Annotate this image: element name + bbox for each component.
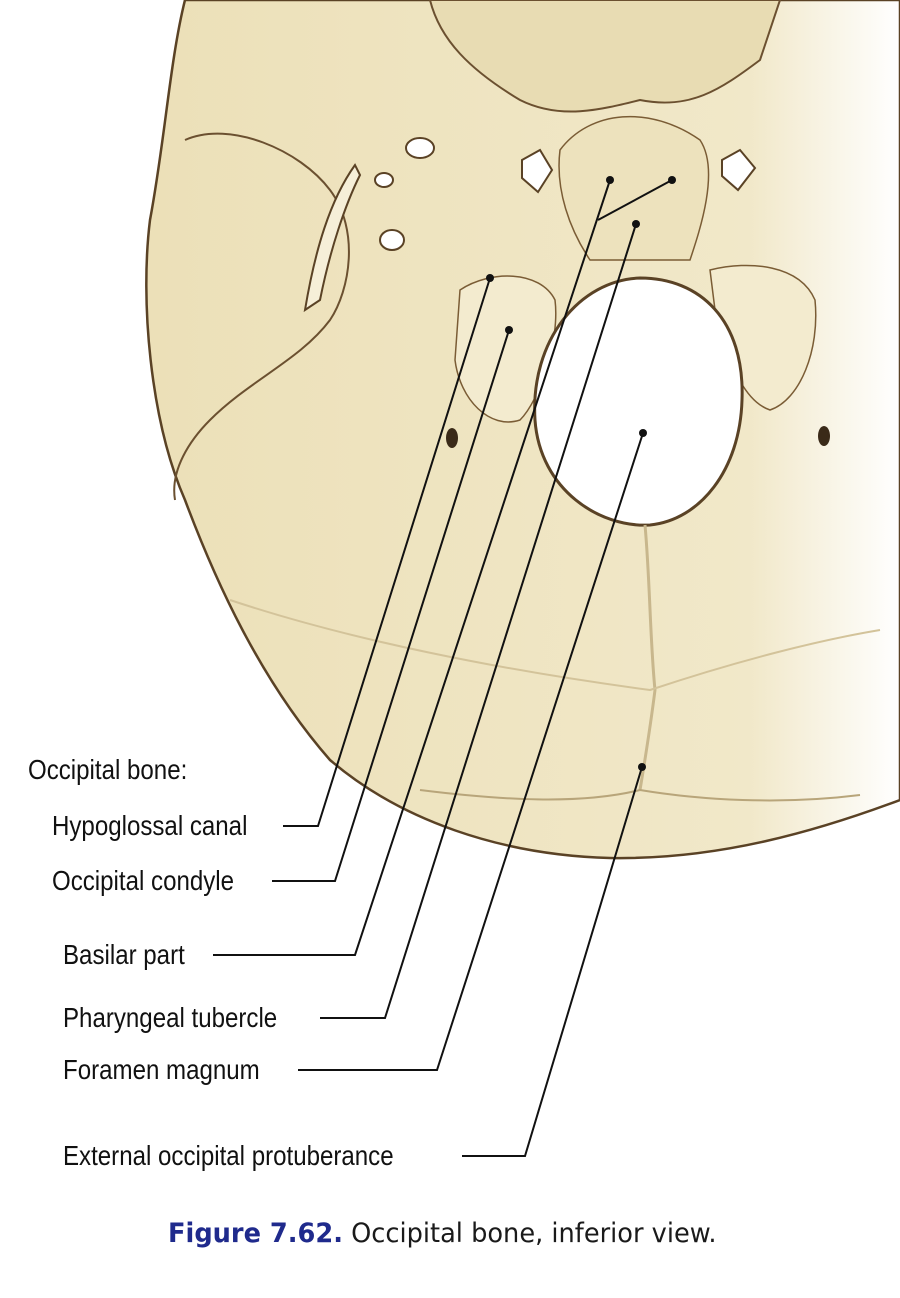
- dot-hypoglossal-canal: [486, 274, 494, 282]
- condylar-canal: [818, 426, 830, 446]
- dot-occipital-condyle: [505, 326, 513, 334]
- label-external-occipital-protuberance: External occipital protuberance: [63, 1140, 394, 1171]
- left-temporal-region: [173, 132, 350, 501]
- leader-external-occipital-protuberance: [462, 766, 643, 1157]
- group-label-occipital-bone: Occipital bone:: [28, 754, 188, 785]
- caption-number: Figure 7.62.: [168, 1218, 343, 1249]
- jugular-foramen-left: [521, 148, 554, 194]
- dot-basilar-part-2: [668, 176, 676, 184]
- leader-dots: [486, 176, 676, 771]
- dot-basilar-part: [606, 176, 614, 184]
- label-occipital-condyle: Occipital condyle: [52, 865, 235, 896]
- leader-hypoglossal-canal: [283, 277, 491, 827]
- caption-text: Occipital bone, inferior view.: [342, 1218, 717, 1249]
- dot-external-occipital-protuberance: [638, 763, 646, 771]
- small-foramen: [405, 137, 435, 159]
- figure-caption: Figure 7.62. Occipital bone, inferior vi…: [168, 1218, 717, 1249]
- small-foramen: [379, 229, 405, 251]
- leader-basilar-part: [213, 179, 611, 956]
- dot-pharyngeal-tubercle: [632, 220, 640, 228]
- inferior-nuchal-line: [419, 788, 861, 802]
- leader-lines: [213, 179, 673, 1157]
- styloid-process: [303, 163, 362, 313]
- sphenoid-region: [428, 0, 782, 113]
- label-basilar-part: Basilar part: [63, 939, 185, 970]
- dot-foramen-magnum: [639, 429, 647, 437]
- label-foramen-magnum: Foramen magnum: [63, 1054, 260, 1085]
- label-pharyngeal-tubercle: Pharyngeal tubercle: [63, 1002, 278, 1033]
- jugular-foramen-right: [721, 148, 757, 192]
- condylar-canal: [446, 428, 458, 448]
- basilar-ridge: [558, 115, 710, 261]
- superior-nuchal-line: [229, 599, 881, 692]
- leader-foramen-magnum: [298, 432, 644, 1071]
- leader-occipital-condyle: [272, 329, 510, 882]
- foramen-magnum-opening: [533, 276, 744, 527]
- skull-outline: [145, 0, 900, 860]
- leader-basilar-part-branch: [597, 179, 673, 221]
- small-foramen: [374, 172, 394, 188]
- label-hypoglossal-canal: Hypoglossal canal: [52, 810, 248, 841]
- occipital-crest: [638, 524, 657, 791]
- leader-pharyngeal-tubercle: [320, 223, 637, 1019]
